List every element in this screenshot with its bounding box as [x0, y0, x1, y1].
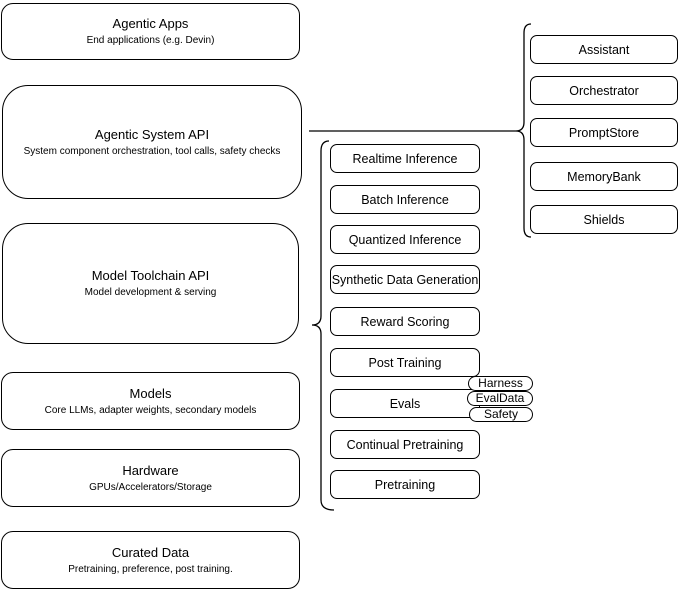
pill-evaldata: EvalData [467, 391, 533, 406]
node-label: Shields [583, 212, 625, 227]
node-shields: Shields [530, 205, 678, 234]
node-synthetic-data-generation: Synthetic Data Generation [330, 265, 480, 294]
node-continual-pretraining: Continual Pretraining [330, 430, 480, 459]
node-label: Realtime Inference [352, 151, 458, 166]
node-title: Agentic Apps [112, 16, 189, 31]
node-title: Model Toolchain API [91, 268, 210, 283]
node-subtitle: Core LLMs, adapter weights, secondary mo… [44, 404, 257, 416]
node-agentic-system-api: Agentic System API System component orch… [2, 85, 302, 199]
node-subtitle: System component orchestration, tool cal… [23, 145, 281, 157]
node-title: Models [129, 385, 172, 401]
node-label: Pretraining [374, 477, 436, 492]
node-label: Post Training [368, 355, 442, 370]
node-curated-data: Curated Data Pretraining, preference, po… [1, 531, 300, 589]
pill-label: Safety [483, 407, 519, 421]
node-subtitle: GPUs/Accelerators/Storage [89, 481, 212, 493]
node-title: Hardware [122, 462, 179, 478]
node-title: Agentic System API [94, 126, 210, 142]
node-label: Reward Scoring [360, 314, 450, 329]
node-assistant: Assistant [530, 35, 678, 64]
pill-label: EvalData [475, 391, 525, 405]
node-label: Continual Pretraining [346, 437, 464, 452]
node-label: Batch Inference [361, 192, 449, 207]
node-label: Orchestrator [569, 83, 639, 98]
node-subtitle: Pretraining, preference, post training. [68, 563, 233, 575]
node-label: Synthetic Data Generation [331, 272, 479, 287]
node-batch-inference: Batch Inference [330, 185, 480, 214]
node-title: Curated Data [111, 544, 190, 560]
node-evals: Evals [330, 389, 480, 418]
node-memorybank: MemoryBank [530, 162, 678, 191]
pill-safety: Safety [469, 407, 533, 422]
node-model-toolchain-api: Model Toolchain API Model development & … [2, 223, 299, 344]
node-hardware: Hardware GPUs/Accelerators/Storage [1, 449, 300, 507]
node-subtitle: End applications (e.g. Devin) [86, 35, 215, 46]
node-quantized-inference: Quantized Inference [330, 225, 480, 254]
brace-system-components [515, 23, 532, 238]
node-label: MemoryBank [567, 169, 641, 184]
pill-harness: Harness [468, 376, 533, 391]
node-post-training: Post Training [330, 348, 480, 377]
node-realtime-inference: Realtime Inference [330, 144, 480, 173]
brace-toolchain-components [311, 140, 335, 511]
node-label: PromptStore [568, 125, 640, 140]
node-label: Quantized Inference [348, 232, 462, 247]
node-reward-scoring: Reward Scoring [330, 307, 480, 336]
node-label: Evals [389, 396, 421, 411]
node-promptstore: PromptStore [530, 118, 678, 147]
node-pretraining: Pretraining [330, 470, 480, 499]
node-orchestrator: Orchestrator [530, 76, 678, 105]
node-models: Models Core LLMs, adapter weights, secon… [1, 372, 300, 430]
node-agentic-apps: Agentic Apps End applications (e.g. Devi… [1, 3, 300, 60]
node-label: Assistant [578, 42, 630, 57]
pill-label: Harness [478, 376, 523, 390]
node-subtitle: Model development & serving [84, 287, 217, 298]
